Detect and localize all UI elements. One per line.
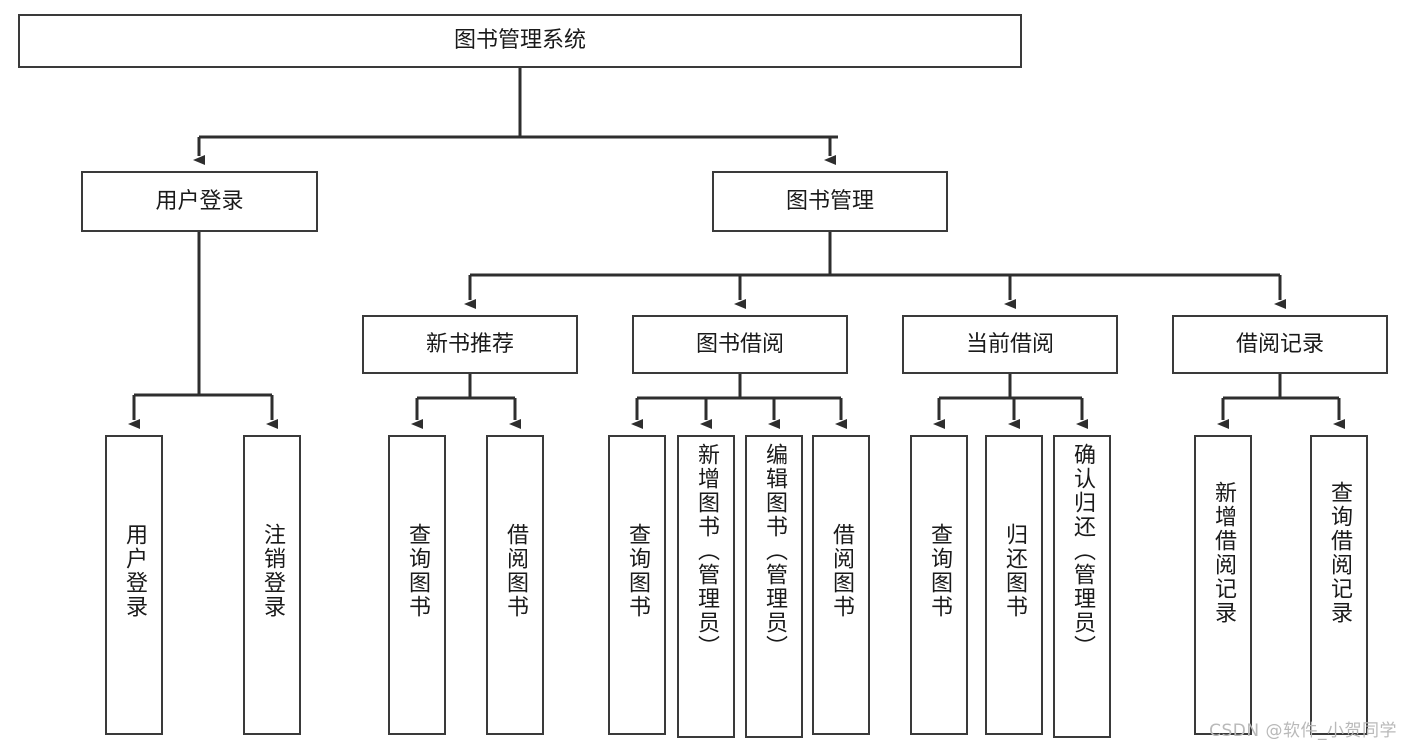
node-leaf-edit-book-label: 编辑图书（管理员）	[762, 443, 787, 659]
node-leaf-borrow-book-2-label: 借阅图书	[829, 523, 854, 619]
node-leaf-add-record-label: 新增借阅记录	[1211, 481, 1236, 625]
node-leaf-add-book-label: 新增图书（管理员）	[694, 443, 719, 659]
node-root[interactable]: 图书管理系统	[18, 14, 1022, 68]
node-user-login-label: 用户登录	[155, 188, 244, 214]
node-book-manage-label: 图书管理	[785, 188, 874, 214]
node-book-manage[interactable]: 图书管理	[712, 171, 948, 232]
node-leaf-user-login-label: 用户登录	[122, 523, 147, 619]
node-leaf-add-record[interactable]: 新增借阅记录	[1194, 435, 1252, 735]
node-leaf-user-login[interactable]: 用户登录	[105, 435, 163, 735]
node-book-borrow-label: 图书借阅	[695, 331, 784, 357]
node-leaf-query-book-2[interactable]: 查询图书	[608, 435, 666, 735]
node-leaf-query-book-1-label: 查询图书	[405, 523, 430, 619]
node-new-book-recommend-label: 新书推荐	[425, 331, 514, 357]
node-leaf-confirm-return[interactable]: 确认归还（管理员）	[1053, 435, 1111, 738]
node-leaf-query-book-1[interactable]: 查询图书	[388, 435, 446, 735]
node-leaf-borrow-book-1[interactable]: 借阅图书	[486, 435, 544, 735]
node-borrow-record-label: 借阅记录	[1235, 331, 1324, 357]
node-user-login[interactable]: 用户登录	[81, 171, 318, 232]
node-leaf-confirm-return-label: 确认归还（管理员）	[1070, 443, 1095, 659]
node-leaf-logout-label: 注销登录	[260, 523, 285, 619]
node-current-borrow[interactable]: 当前借阅	[902, 315, 1118, 374]
node-leaf-query-record-label: 查询借阅记录	[1327, 481, 1352, 625]
node-new-book-recommend[interactable]: 新书推荐	[362, 315, 578, 374]
node-leaf-query-record[interactable]: 查询借阅记录	[1310, 435, 1368, 735]
node-root-label: 图书管理系统	[453, 28, 586, 54]
node-borrow-record[interactable]: 借阅记录	[1172, 315, 1388, 374]
node-leaf-edit-book[interactable]: 编辑图书（管理员）	[745, 435, 803, 738]
node-leaf-logout[interactable]: 注销登录	[243, 435, 301, 735]
node-leaf-add-book[interactable]: 新增图书（管理员）	[677, 435, 735, 738]
node-leaf-query-book-3[interactable]: 查询图书	[910, 435, 968, 735]
node-current-borrow-label: 当前借阅	[965, 331, 1054, 357]
node-leaf-borrow-book-1-label: 借阅图书	[503, 523, 528, 619]
node-leaf-borrow-book-2[interactable]: 借阅图书	[812, 435, 870, 735]
node-leaf-return-book-label: 归还图书	[1002, 523, 1027, 619]
node-leaf-query-book-3-label: 查询图书	[927, 523, 952, 619]
node-leaf-query-book-2-label: 查询图书	[625, 523, 650, 619]
node-leaf-return-book[interactable]: 归还图书	[985, 435, 1043, 735]
node-book-borrow[interactable]: 图书借阅	[632, 315, 848, 374]
